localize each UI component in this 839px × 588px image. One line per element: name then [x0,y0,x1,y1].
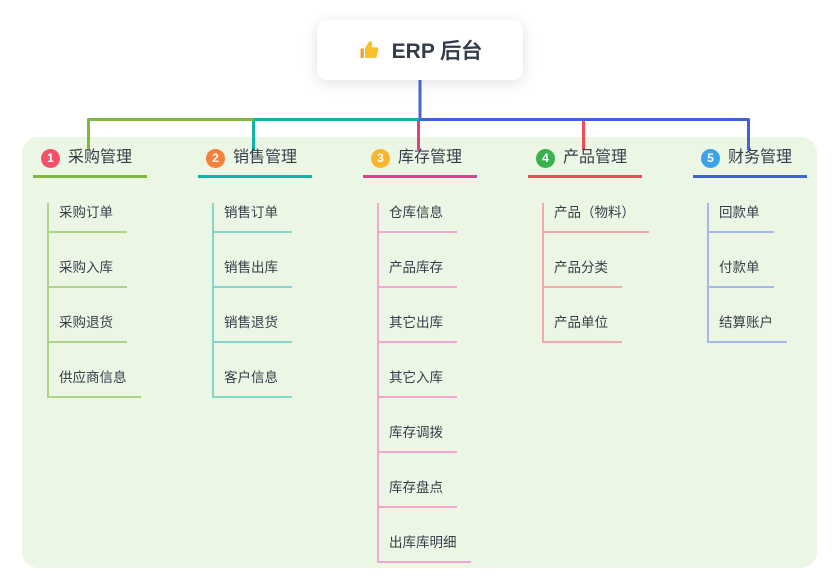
branch-sales-header[interactable]: 2 销售管理 [198,148,313,178]
branch-label: 产品管理 [563,149,628,166]
child-node[interactable]: 其它入库 [379,368,457,398]
child-node[interactable]: 销售退货 [214,313,292,343]
branch-inventory: 3 库存管理 仓库信息 产品库存 其它出库 其它入库 库存调拨 库存盘点 出库库… [363,148,478,563]
child-node[interactable]: 客户信息 [214,368,292,398]
child-node[interactable]: 产品分类 [544,258,622,288]
branch-product-header[interactable]: 4 产品管理 [528,148,643,178]
branch-product: 4 产品管理 产品（物料） 产品分类 产品单位 [528,148,649,343]
branch-sales-children: 销售订单 销售出库 销售退货 客户信息 [212,203,312,398]
branch-inventory-header[interactable]: 3 库存管理 [363,148,478,178]
branch-number-badge: 1 [41,148,60,168]
branch-purchase-header[interactable]: 1 采购管理 [33,148,148,178]
child-node[interactable]: 销售订单 [214,203,292,233]
branch-inventory-children: 仓库信息 产品库存 其它出库 其它入库 库存调拨 库存盘点 出库库明细 [377,203,477,563]
child-node[interactable]: 采购入库 [49,258,127,288]
branch-product-children: 产品（物料） 产品分类 产品单位 [542,203,649,343]
branch-label: 财务管理 [728,149,793,166]
child-node[interactable]: 付款单 [709,258,774,288]
branch-purchase: 1 采购管理 采购订单 采购入库 采购退货 供应商信息 [33,148,148,398]
branch-label: 采购管理 [68,149,133,166]
child-node[interactable]: 采购退货 [49,313,127,343]
root-node[interactable]: ERP 后台 [317,20,523,80]
child-node[interactable]: 结算账户 [709,313,787,343]
child-node[interactable]: 产品库存 [379,258,457,288]
child-node[interactable]: 仓库信息 [379,203,457,233]
child-node[interactable]: 回款单 [709,203,774,233]
child-node[interactable]: 采购订单 [49,203,127,233]
branch-finance-children: 回款单 付款单 结算账户 [707,203,807,343]
root-label: ERP 后台 [391,40,483,63]
map-background-panel [22,137,817,568]
branch-number-badge: 2 [206,148,225,168]
branch-number-badge: 5 [701,148,720,168]
child-node[interactable]: 销售出库 [214,258,292,288]
thumbs-up-icon [360,41,379,58]
branch-label: 销售管理 [233,149,298,166]
branch-finance: 5 财务管理 回款单 付款单 结算账户 [693,148,808,343]
child-node[interactable]: 出库库明细 [379,533,471,563]
branch-purchase-children: 采购订单 采购入库 采购退货 供应商信息 [47,203,147,398]
child-node[interactable]: 产品（物料） [544,203,649,233]
branch-label: 库存管理 [398,149,463,166]
child-node[interactable]: 产品单位 [544,313,622,343]
branch-number-badge: 4 [536,148,555,168]
branch-number-badge: 3 [371,148,390,168]
child-node[interactable]: 供应商信息 [49,368,141,398]
child-node[interactable]: 库存盘点 [379,478,457,508]
branch-sales: 2 销售管理 销售订单 销售出库 销售退货 客户信息 [198,148,313,398]
child-node[interactable]: 库存调拨 [379,423,457,453]
child-node[interactable]: 其它出库 [379,313,457,343]
branch-finance-header[interactable]: 5 财务管理 [693,148,808,178]
